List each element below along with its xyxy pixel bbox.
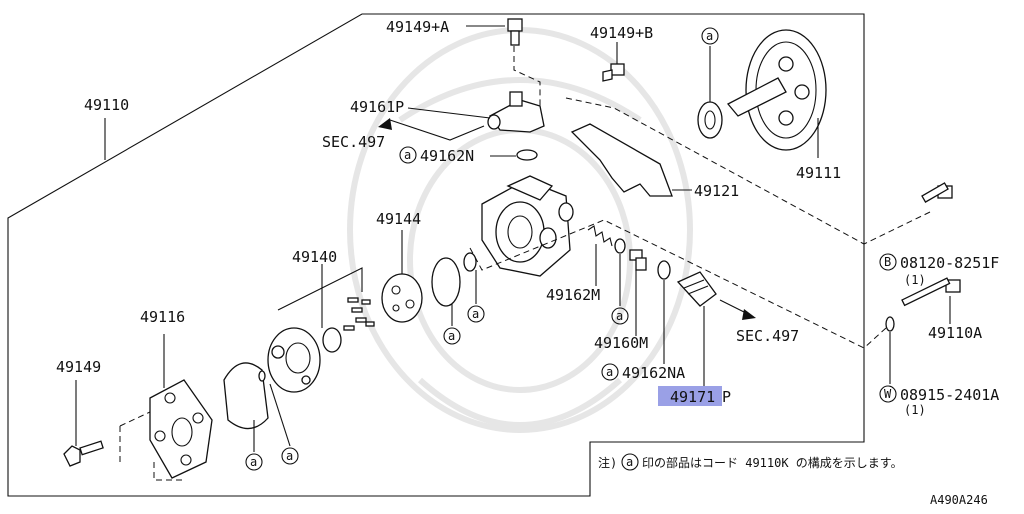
marker-a-49162na: a: [601, 363, 619, 381]
bolt-08120-8251f: [921, 182, 953, 203]
arrow-sec497-right: [742, 309, 756, 320]
cover-49116: [149, 379, 213, 479]
gasket-ring-large: [431, 257, 461, 307]
svg-text:a: a: [472, 307, 479, 321]
dash-08120: [863, 211, 931, 245]
dash-cover: [119, 411, 184, 481]
marker-a-oring-2: a: [443, 327, 461, 345]
leader-sec497-right: [719, 299, 749, 315]
marker-a-oring-1: a: [467, 305, 485, 323]
leader-a-small: [269, 383, 291, 447]
bolt-49149: [63, 440, 104, 467]
svg-text:a: a: [286, 449, 293, 463]
leader-49140-a: [277, 267, 363, 311]
svg-text:a: a: [706, 29, 713, 43]
svg-text:注): 注): [598, 455, 617, 470]
vanes: [343, 297, 375, 331]
marker-a-oring-small: a: [611, 307, 629, 325]
label-08120-8251f[interactable]: 08120-8251F: [900, 254, 999, 272]
svg-text:a: a: [626, 455, 633, 469]
leader-sec497-top: [389, 119, 485, 141]
label-49160m[interactable]: 49160M: [594, 334, 648, 352]
bolt-49149a: [466, 18, 523, 46]
label-sec497-right[interactable]: SEC.497: [736, 327, 799, 345]
label-49171p[interactable]: 49171 P: [658, 386, 731, 406]
label-49144[interactable]: 49144: [376, 210, 421, 228]
figure-code: A490A246: [930, 493, 988, 507]
pump-body: [481, 175, 574, 277]
leader-49161p: [407, 107, 491, 119]
svg-text:a: a: [448, 329, 455, 343]
label-49111[interactable]: 49111: [796, 164, 841, 182]
marker-a-seal: a: [701, 27, 719, 45]
connector-49171p: [676, 271, 717, 307]
svg-text:a: a: [606, 365, 613, 379]
svg-text:W: W: [884, 387, 892, 401]
valve-49160m: [629, 249, 647, 271]
label-49149[interactable]: 49149: [56, 358, 101, 376]
dash-49149a: [513, 46, 541, 108]
label-49110a[interactable]: 49110A: [928, 324, 982, 342]
pulley-49111: [726, 29, 827, 151]
label-49161p[interactable]: 49161P: [350, 98, 404, 116]
label-49162m[interactable]: 49162M: [546, 286, 600, 304]
fitting-49161p: [487, 91, 545, 133]
oring-small: [614, 238, 626, 254]
qty-08120: (1): [904, 273, 926, 287]
marker-a-gasket: a: [245, 453, 263, 471]
label-08915-2401a[interactable]: 08915-2401A: [900, 386, 999, 404]
label-49162na[interactable]: 49162NA: [622, 364, 685, 382]
bolt-49149b: [602, 42, 625, 82]
oring-49162na: [657, 260, 671, 280]
spring-49162m: [587, 225, 613, 247]
label-49116[interactable]: 49116: [140, 308, 185, 326]
label-sec497-top[interactable]: SEC.497: [322, 133, 385, 151]
label-49149a[interactable]: 49149+A: [386, 18, 449, 36]
gasket: [223, 362, 269, 430]
label-49140[interactable]: 49140: [292, 248, 337, 266]
marker-a-small-oring: a: [281, 447, 299, 465]
footnote: 注) a 印の部品はコード 49110K の構成を示します。: [598, 453, 903, 471]
svg-text:a: a: [250, 455, 257, 469]
dash-washer: [863, 327, 887, 349]
svg-text:P: P: [722, 388, 731, 406]
marker-b-08120: B: [879, 253, 897, 271]
qty-08915: (1): [904, 403, 926, 417]
oring-49162n: [516, 149, 538, 161]
plate-49144: [381, 273, 423, 323]
oring-small-2: [258, 370, 266, 382]
footnote-text: 印の部品はコード 49110K の構成を示します。: [642, 455, 903, 470]
svg-text:a: a: [616, 309, 623, 323]
svg-text:a: a: [404, 148, 411, 162]
label-49162n[interactable]: 49162N: [420, 147, 474, 165]
arrow-sec497-top: [378, 118, 392, 130]
bracket-49121: [570, 123, 673, 197]
cartridge-49140: [267, 327, 342, 393]
oring-a-1: [463, 252, 477, 272]
assembly-outline: [7, 13, 865, 497]
highlight-box: [658, 386, 722, 406]
washer-08915-2401a: [885, 316, 895, 332]
stud-49110a: [901, 277, 961, 307]
label-49149b[interactable]: 49149+B: [590, 24, 653, 42]
marker-w-08915: W: [879, 385, 897, 403]
label-49110[interactable]: 49110: [84, 96, 129, 114]
svg-text:49171: 49171: [670, 388, 715, 406]
seal-ring: [697, 101, 723, 139]
svg-text:B: B: [884, 255, 891, 269]
label-49121[interactable]: 49121: [694, 182, 739, 200]
marker-a-49162n: a: [399, 146, 417, 164]
